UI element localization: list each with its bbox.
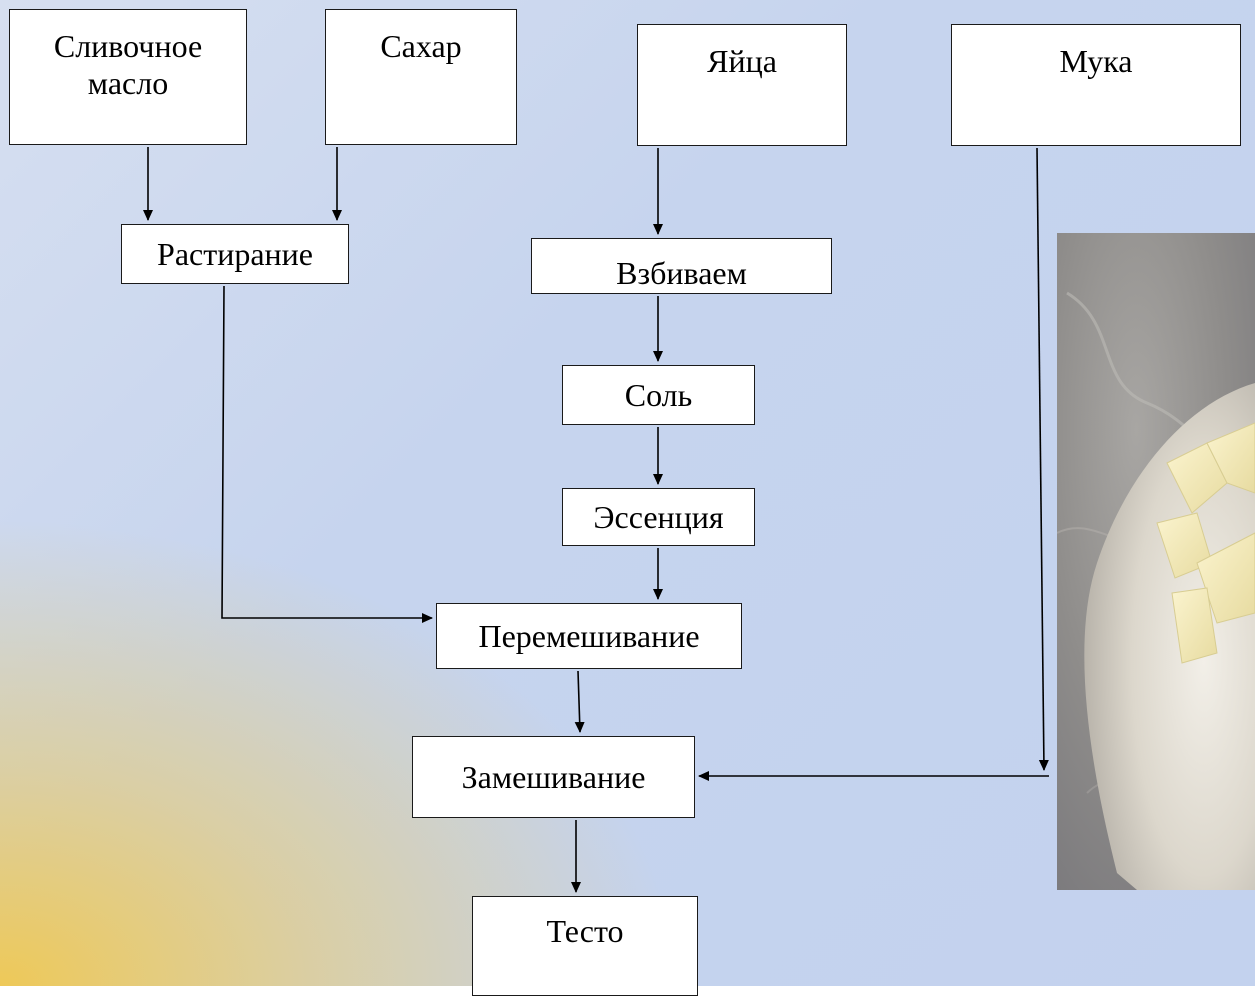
node-dough: Тесто — [472, 896, 698, 996]
node-essence: Эссенция — [562, 488, 755, 546]
node-essence-label: Эссенция — [593, 498, 724, 535]
node-dough-label: Тесто — [546, 913, 624, 949]
node-kneading: Замешивание — [412, 736, 695, 818]
node-flour-label: Мука — [1059, 43, 1133, 79]
arrow-creaming-to-mixing — [221, 285, 433, 623]
node-sugar-label: Сахар — [380, 28, 462, 64]
node-sugar: Сахар — [325, 9, 517, 145]
node-salt-label: Соль — [624, 376, 693, 413]
node-mixing: Перемешивание — [436, 603, 742, 669]
arrow-mixing-to-kneading — [574, 670, 585, 733]
node-flour: Мука — [951, 24, 1241, 146]
node-creaming-label: Растирание — [157, 235, 313, 272]
flour-photo-image — [1057, 233, 1255, 890]
node-whisking: Взбиваем — [531, 238, 832, 294]
node-mixing-label: Перемешивание — [478, 617, 700, 654]
node-whisking-label: Взбиваем — [616, 254, 747, 291]
node-butter-label: Сливочное масло — [53, 28, 203, 101]
flour-with-butter-photo — [1057, 233, 1255, 890]
node-eggs: Яйца — [637, 24, 847, 146]
node-creaming: Растирание — [121, 224, 349, 284]
node-eggs-label: Яйца — [707, 43, 777, 79]
node-kneading-label: Замешивание — [461, 758, 646, 795]
node-butter: Сливочное масло — [9, 9, 247, 145]
arrow-flour-to-junction — [1036, 147, 1049, 771]
node-salt: Соль — [562, 365, 755, 425]
